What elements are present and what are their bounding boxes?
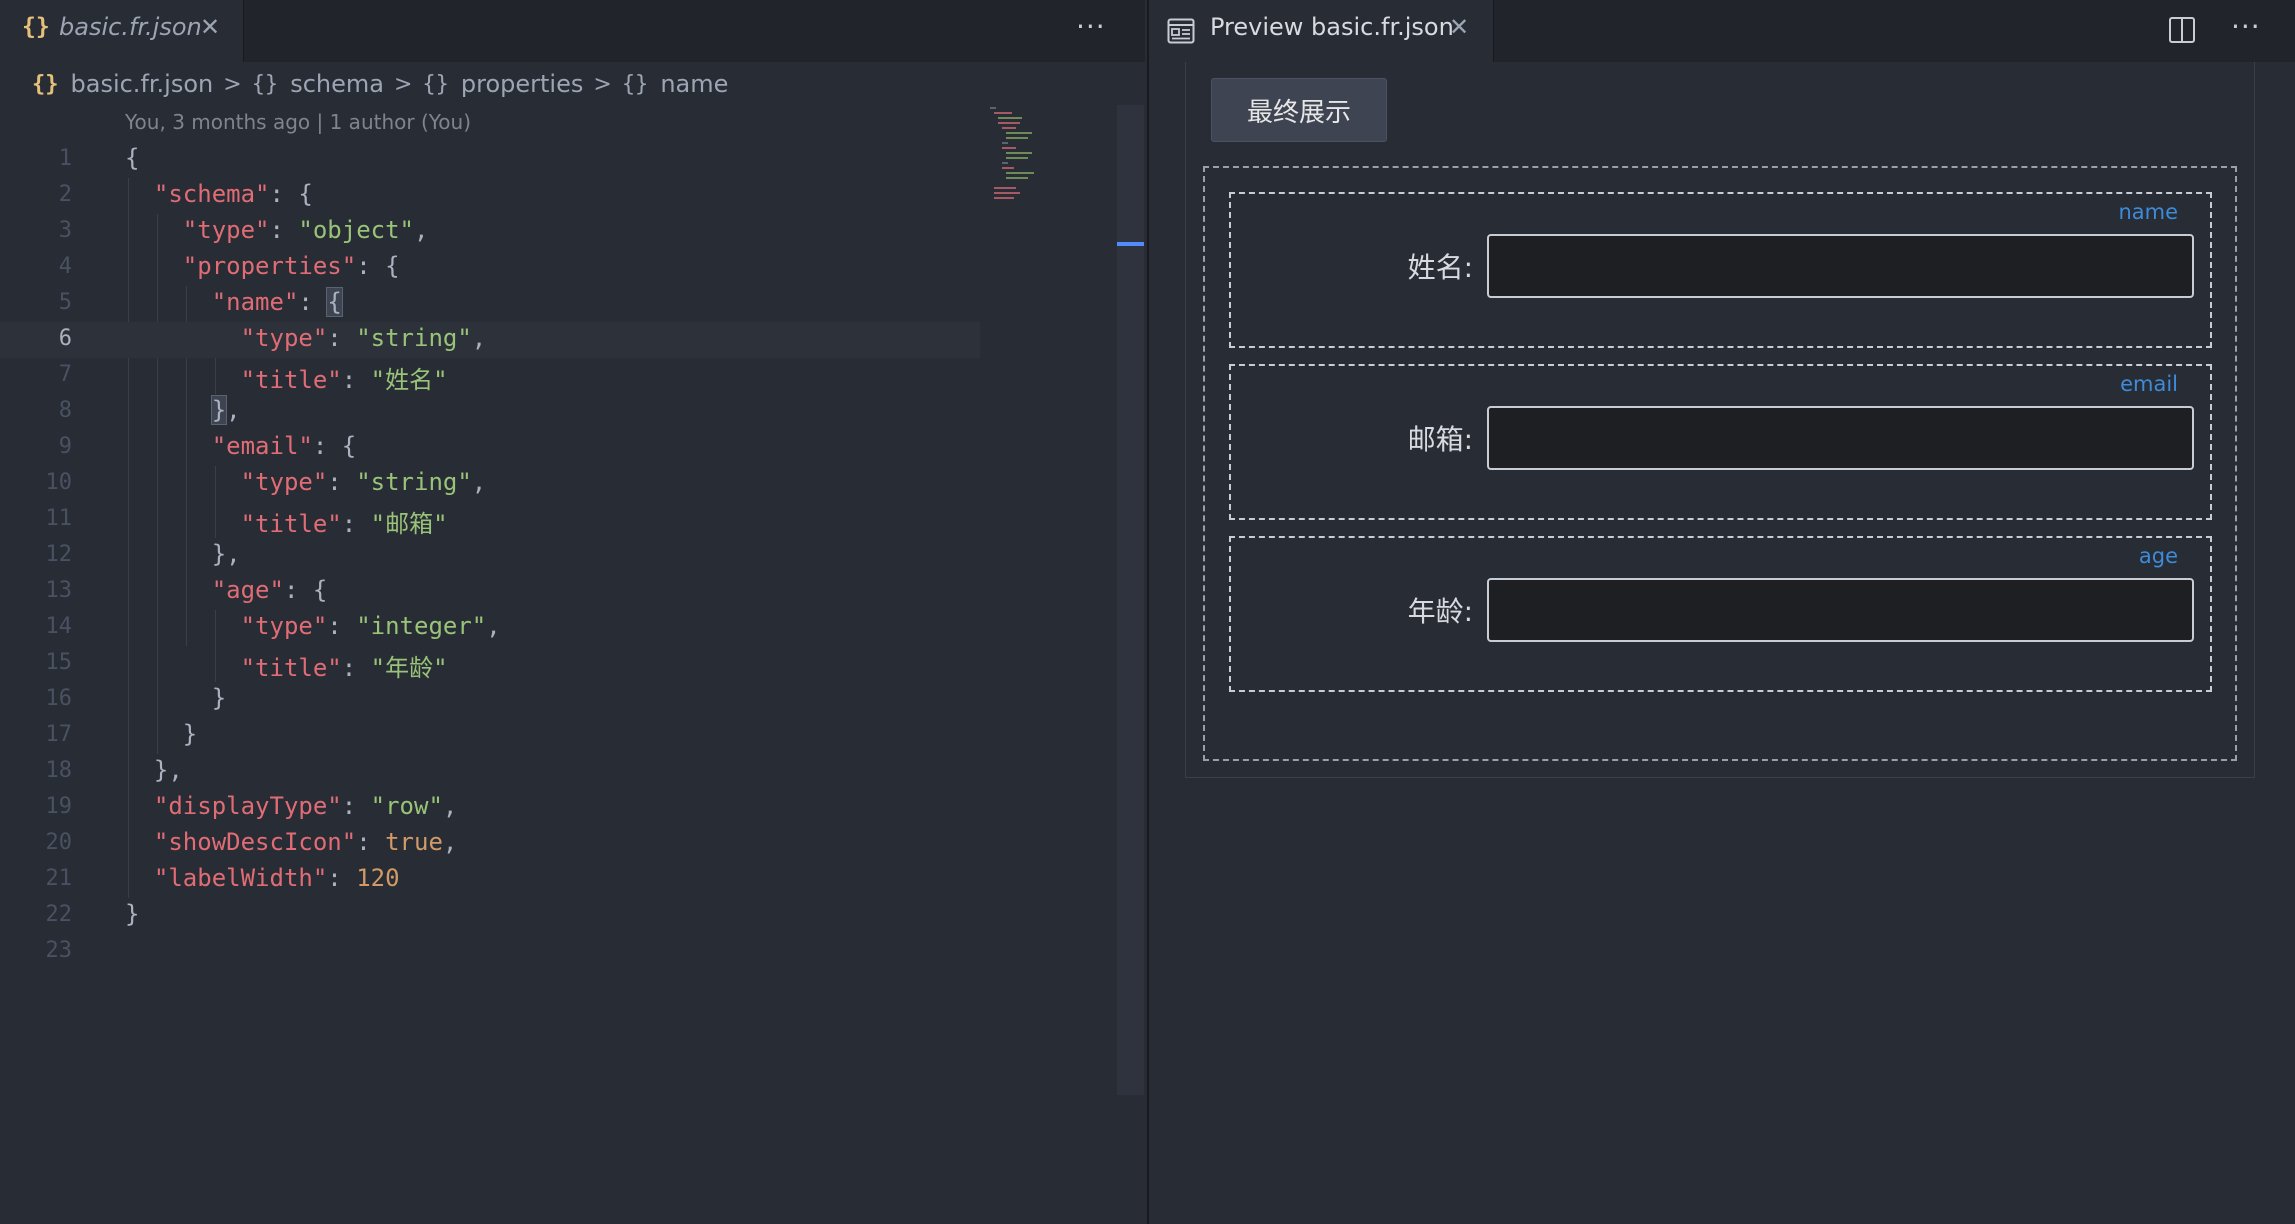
breadcrumb: {} basic.fr.json > {} schema > {} proper…	[32, 66, 728, 102]
code-line[interactable]: 23	[45, 938, 73, 963]
code-line[interactable]: 19 "displayType": "row",	[45, 792, 458, 820]
field-key-label: age	[2138, 544, 2178, 568]
chevron-right-icon: >	[223, 71, 242, 97]
tab-title: Preview basic.fr.json	[1210, 13, 1454, 41]
tab-preview-basic-fr-json[interactable]: Preview basic.fr.json ✕	[1149, 0, 1494, 62]
field-label: 姓名:	[1407, 251, 1473, 284]
tab-basic-fr-json[interactable]: {} basic.fr.json ✕	[0, 0, 244, 62]
git-blame-annotation[interactable]: You, 3 months ago | 1 author (You)	[125, 110, 472, 134]
object-icon: {}	[621, 71, 649, 97]
indent-guide	[186, 286, 187, 646]
breadcrumb-item-name[interactable]: name	[660, 70, 729, 98]
code-line[interactable]: 4 "properties": {	[58, 252, 400, 280]
code-line[interactable]: 9 "email": {	[58, 432, 357, 460]
breadcrumb-item-properties[interactable]: properties	[460, 70, 584, 98]
minimap[interactable]	[988, 105, 1118, 205]
close-icon[interactable]: ✕	[200, 13, 221, 41]
json-file-icon: {}	[32, 71, 59, 97]
code-line[interactable]: 7 "title": "姓名"	[58, 362, 448, 394]
code-line-active[interactable]: 6 "type": "string",	[0, 322, 980, 358]
indent-guide	[215, 466, 216, 538]
code-line[interactable]: 5 "name": {	[58, 287, 343, 317]
email-input[interactable]	[1487, 406, 2194, 470]
form-root-container	[1203, 166, 2237, 761]
field-label: 年龄:	[1407, 595, 1473, 628]
code-line[interactable]: 8 },	[58, 395, 241, 425]
chevron-right-icon: >	[593, 71, 612, 97]
code-line[interactable]: 17 }	[45, 720, 198, 748]
code-line[interactable]: 18 },	[45, 756, 183, 784]
chevron-right-icon: >	[393, 71, 413, 97]
code-line[interactable]: 1{	[58, 144, 140, 172]
field-key-label: email	[2120, 372, 2178, 396]
form-field-email[interactable]: email 邮箱:	[1229, 364, 2212, 520]
code-line[interactable]: 13 "age": {	[45, 576, 328, 604]
breadcrumb-item-schema[interactable]: schema	[290, 70, 384, 98]
field-key-label: name	[2118, 200, 2178, 224]
object-icon: {}	[422, 71, 449, 97]
code-line[interactable]: 15 "title": "年龄"	[45, 650, 448, 682]
scrollbar-cursor-marker	[1117, 242, 1144, 246]
code-line[interactable]: 10 "type": "string",	[45, 468, 487, 496]
form-field-name[interactable]: name 姓名:	[1229, 192, 2212, 348]
name-input[interactable]	[1487, 234, 2194, 298]
tab-title: basic.fr.json	[59, 13, 202, 41]
age-input[interactable]	[1487, 578, 2194, 642]
object-icon: {}	[251, 71, 279, 97]
form-field-age[interactable]: age 年龄:	[1229, 536, 2212, 692]
code-line[interactable]: 2 "schema": {	[58, 180, 313, 208]
breadcrumb-item-file[interactable]: basic.fr.json	[70, 70, 214, 98]
more-actions-icon[interactable]: ···	[1076, 10, 1106, 43]
indent-guide	[157, 214, 158, 754]
field-label: 邮箱:	[1407, 423, 1473, 456]
close-icon[interactable]: ✕	[1449, 13, 1470, 41]
code-line[interactable]: 11 "title": "邮箱"	[45, 506, 448, 538]
indent-guide	[215, 322, 216, 394]
json-file-icon: {}	[22, 14, 50, 40]
code-line[interactable]: 3 "type": "object",	[58, 216, 429, 244]
indent-guide	[215, 610, 216, 682]
code-line[interactable]: 21 "labelWidth": 120	[45, 864, 400, 892]
indent-guide	[128, 178, 129, 898]
preview-icon	[1167, 18, 1195, 44]
code-line[interactable]: 14 "type": "integer",	[45, 612, 501, 640]
preview-tabbar: Preview basic.fr.json ✕ ···	[1149, 0, 2295, 62]
split-editor-icon[interactable]	[2167, 16, 2197, 44]
code-line[interactable]: 16 }	[45, 684, 227, 712]
editor-tabbar: {} basic.fr.json ✕ ···	[0, 0, 1145, 62]
preview-container	[1185, 62, 2255, 778]
final-display-button[interactable]: 最终展示	[1211, 78, 1387, 142]
editor-pane: {} basic.fr.json ✕ ··· {} basic.fr.json …	[0, 0, 1145, 1224]
more-actions-icon[interactable]: ···	[2231, 10, 2261, 43]
editor-scrollbar[interactable]	[1117, 105, 1144, 1095]
code-line[interactable]: 22}	[45, 900, 140, 928]
code-line[interactable]: 20 "showDescIcon": true,	[45, 828, 458, 856]
code-line[interactable]: 12 },	[45, 540, 241, 568]
